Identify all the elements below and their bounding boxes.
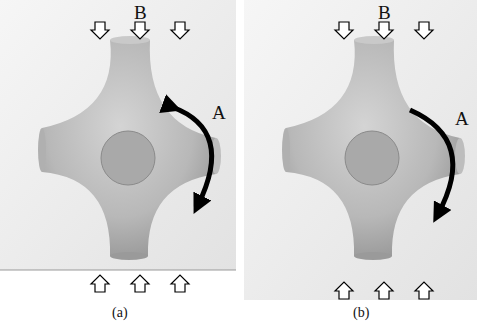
rotation-arrow — [172, 107, 212, 205]
load-arrows — [91, 22, 433, 299]
lattice-node — [38, 36, 221, 260]
panel-ground — [244, 0, 477, 300]
rotation-arrow — [410, 110, 453, 214]
panel-label: (b) — [353, 306, 369, 320]
panel-ground — [0, 0, 236, 270]
lattice-node — [282, 36, 465, 260]
rotation-label: A — [455, 109, 469, 128]
load-label: B — [378, 3, 391, 22]
panel-edge — [0, 270, 236, 271]
panel-label: (a) — [112, 306, 128, 320]
load-label: B — [134, 3, 147, 22]
rotation-label: A — [212, 103, 226, 122]
